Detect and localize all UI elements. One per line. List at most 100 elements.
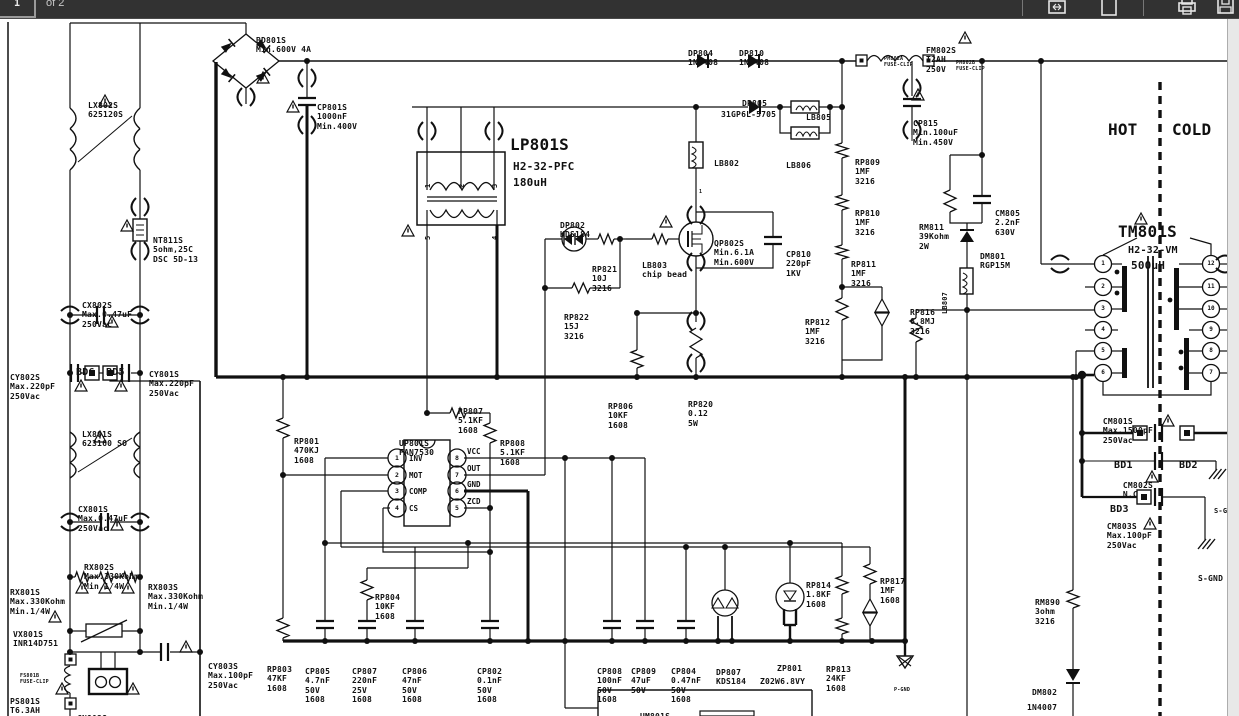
label-rp807: RP807 5.1KF 1608: [458, 407, 484, 435]
label-cp815: CP815 Min.100uF Min.450V: [913, 119, 959, 147]
label-dp805-part: 31GP6L-5705: [721, 110, 777, 119]
tm-pin-number: 11: [1207, 283, 1215, 290]
label-dp804: DP804 1N5408: [688, 49, 719, 68]
label-zp801: ZP801: [777, 664, 803, 673]
label-cx802s: CX802S Max.0.47uF 250Vac: [82, 301, 133, 329]
label-lb802-pin: 1: [699, 189, 703, 195]
ic-pin-name: MOT: [409, 471, 423, 480]
label-up801s: UP801S FAN7530: [399, 439, 435, 458]
label-lp801s-value: 180uH: [513, 176, 548, 189]
ic-pin-name: GND: [467, 480, 481, 489]
label-dp810: DP810 1N5408: [739, 49, 770, 68]
label-cp804: CP804 0.47nF 50V 1608: [671, 667, 702, 704]
label-bd2: BD2: [1179, 460, 1198, 471]
label-rp803: RP803 47KF 1608: [267, 665, 293, 693]
toolbar-separator: [1143, 0, 1144, 16]
page-edge-strip: [1227, 18, 1239, 716]
label-rp814: RP814 1.8KF 1608: [806, 581, 832, 609]
toolbar-separator: [1022, 0, 1023, 16]
label-rm890: RM890 3ohm 3216: [1035, 598, 1061, 626]
label-cx801s: CX801S Max.0.47uF 250Vac: [78, 505, 129, 533]
label-pm802b: PM802B FUSE-CLIP: [956, 60, 985, 72]
label-cn802s: CN802S YW396-03AV: [77, 714, 127, 716]
label-rp821: RP821 10J 3216: [592, 265, 618, 293]
label-tm801s-model: H2-32-VM: [1128, 245, 1178, 256]
label-cp806: CP806 47nF 50V 1608: [402, 667, 428, 704]
ic-pin-number: 2: [395, 471, 399, 479]
label-rp812: RP812 1MF 3216: [805, 318, 831, 346]
tm-pin-number: 3: [1101, 305, 1105, 312]
tm-pin-number: 6: [1101, 369, 1105, 376]
label-lp-pin1: 1: [424, 183, 432, 188]
label-lb805: LB805: [806, 113, 832, 122]
label-cp809: CP809 47uF 50V: [631, 667, 657, 695]
label-lb807: LB807: [941, 291, 949, 314]
tm-pin-number: 10: [1207, 305, 1215, 312]
tm-pin-number: 8: [1209, 347, 1213, 354]
label-dp805: DP805: [742, 99, 768, 108]
label-lp-pin2: 2: [458, 183, 466, 188]
label-vx801s: VX801S INR14D751: [13, 630, 59, 649]
label-cm803s: CM803S Max.100pF 250Vac: [1106, 522, 1152, 550]
ic-pin-name: OUT: [467, 464, 481, 473]
page-count-label: of 2: [46, 0, 65, 9]
label-dp807: DP807 KDS184: [716, 668, 747, 687]
label-rp822: RP822 15J 3216: [564, 313, 590, 341]
label-rp811: RP811 1MF 3216: [851, 260, 877, 288]
label-cm802s: CM802S N.C: [1122, 481, 1153, 500]
label-qp802s: QP802S Min.6.1A Min.600V: [714, 239, 755, 267]
fit-page-icon[interactable]: [1098, 0, 1120, 17]
label-tm801s-value: 500uH: [1131, 259, 1166, 272]
label-fs801b: FS801B FUSE-CLIP: [20, 673, 49, 685]
save-icon[interactable]: [1214, 0, 1236, 17]
label-zp801-part: Z02W6.8VY: [760, 677, 806, 686]
label-cp801s: CP801S 1000nF Min.400V: [317, 103, 358, 131]
tm-pin-number: 4: [1101, 326, 1105, 333]
label-rp806: RP806 10KF 1608: [608, 402, 634, 430]
tm-pin-number: 2: [1101, 283, 1105, 290]
tm-pin-number: 9: [1209, 326, 1213, 333]
label-lx802s: LX802S 625120S: [88, 101, 124, 120]
label-rx803s: RX803S Max.330Kohm Min.1/4W: [148, 583, 204, 611]
label-rp804: RP804 10KF 1608: [375, 593, 401, 621]
label-lp-pin3: 3: [491, 183, 499, 188]
label-rp801: RP801 470KJ 1608: [294, 437, 320, 465]
label-lp801s: LP801S: [510, 135, 569, 154]
ic-pin-number: 4: [395, 504, 399, 512]
label-cp805: CP805 4.7nF 50V 1608: [305, 667, 331, 704]
page-number-input[interactable]: 1: [0, 0, 36, 18]
label-rx801s: RX801S Max.330Kohm Min.1/4W: [10, 588, 66, 616]
ic-pin-number: 5: [455, 504, 459, 512]
ic-pin-name: COMP: [409, 487, 428, 496]
ic-pin-name: VCC: [467, 447, 481, 456]
label-um801s: UM801S: [640, 712, 670, 716]
label-rp810: RP810 1MF 3216: [855, 209, 881, 237]
label-cy802s: CY802S Max.220pF 250Vac: [10, 373, 56, 401]
label-rp820: RP820 0.12 5W: [688, 400, 714, 428]
label-lb803: LB803 chip bead: [642, 261, 688, 280]
label-rp809: RP809 1MF 3216: [855, 158, 881, 186]
print-icon[interactable]: [1176, 0, 1198, 17]
label-dm801: DM801 RGP15M: [980, 252, 1011, 271]
label-rp817: RP817 1MF 1608: [880, 577, 906, 605]
label-sgnd-2: S-GND: [1198, 574, 1224, 583]
ic-pin-number: 6: [455, 487, 459, 495]
tm-pin-number: 5: [1101, 347, 1105, 354]
label-lp-pin4: 4: [491, 235, 499, 240]
label-lp-pin5: 5: [424, 235, 432, 240]
label-pgnd: P-GND: [894, 687, 911, 693]
label-cm801s: CM801S Max.1500pF 250Vac: [1102, 417, 1153, 445]
fit-width-icon[interactable]: [1046, 0, 1068, 17]
label-rp808: RP808 5.1KF 1608: [500, 439, 526, 467]
label-lp801s-model: H2-32-PFC: [513, 160, 575, 173]
ic-pin-name: CS: [409, 504, 419, 513]
label-lb806: LB806: [786, 161, 812, 170]
label-fm802s: FM802S T2AH 250V: [926, 46, 957, 74]
pdf-toolbar: 1 of 2: [0, 0, 1239, 19]
label-cp807: CP807 220nF 25V 1608: [352, 667, 378, 704]
label-bd801s: BD801S Min.600V 4A: [256, 36, 312, 55]
label-cp808: CP808 100nF 50V 1608: [597, 667, 623, 704]
label-bd3: BD3: [1110, 504, 1129, 515]
label-cp802: CP802 0.1nF 50V 1608: [477, 667, 503, 704]
